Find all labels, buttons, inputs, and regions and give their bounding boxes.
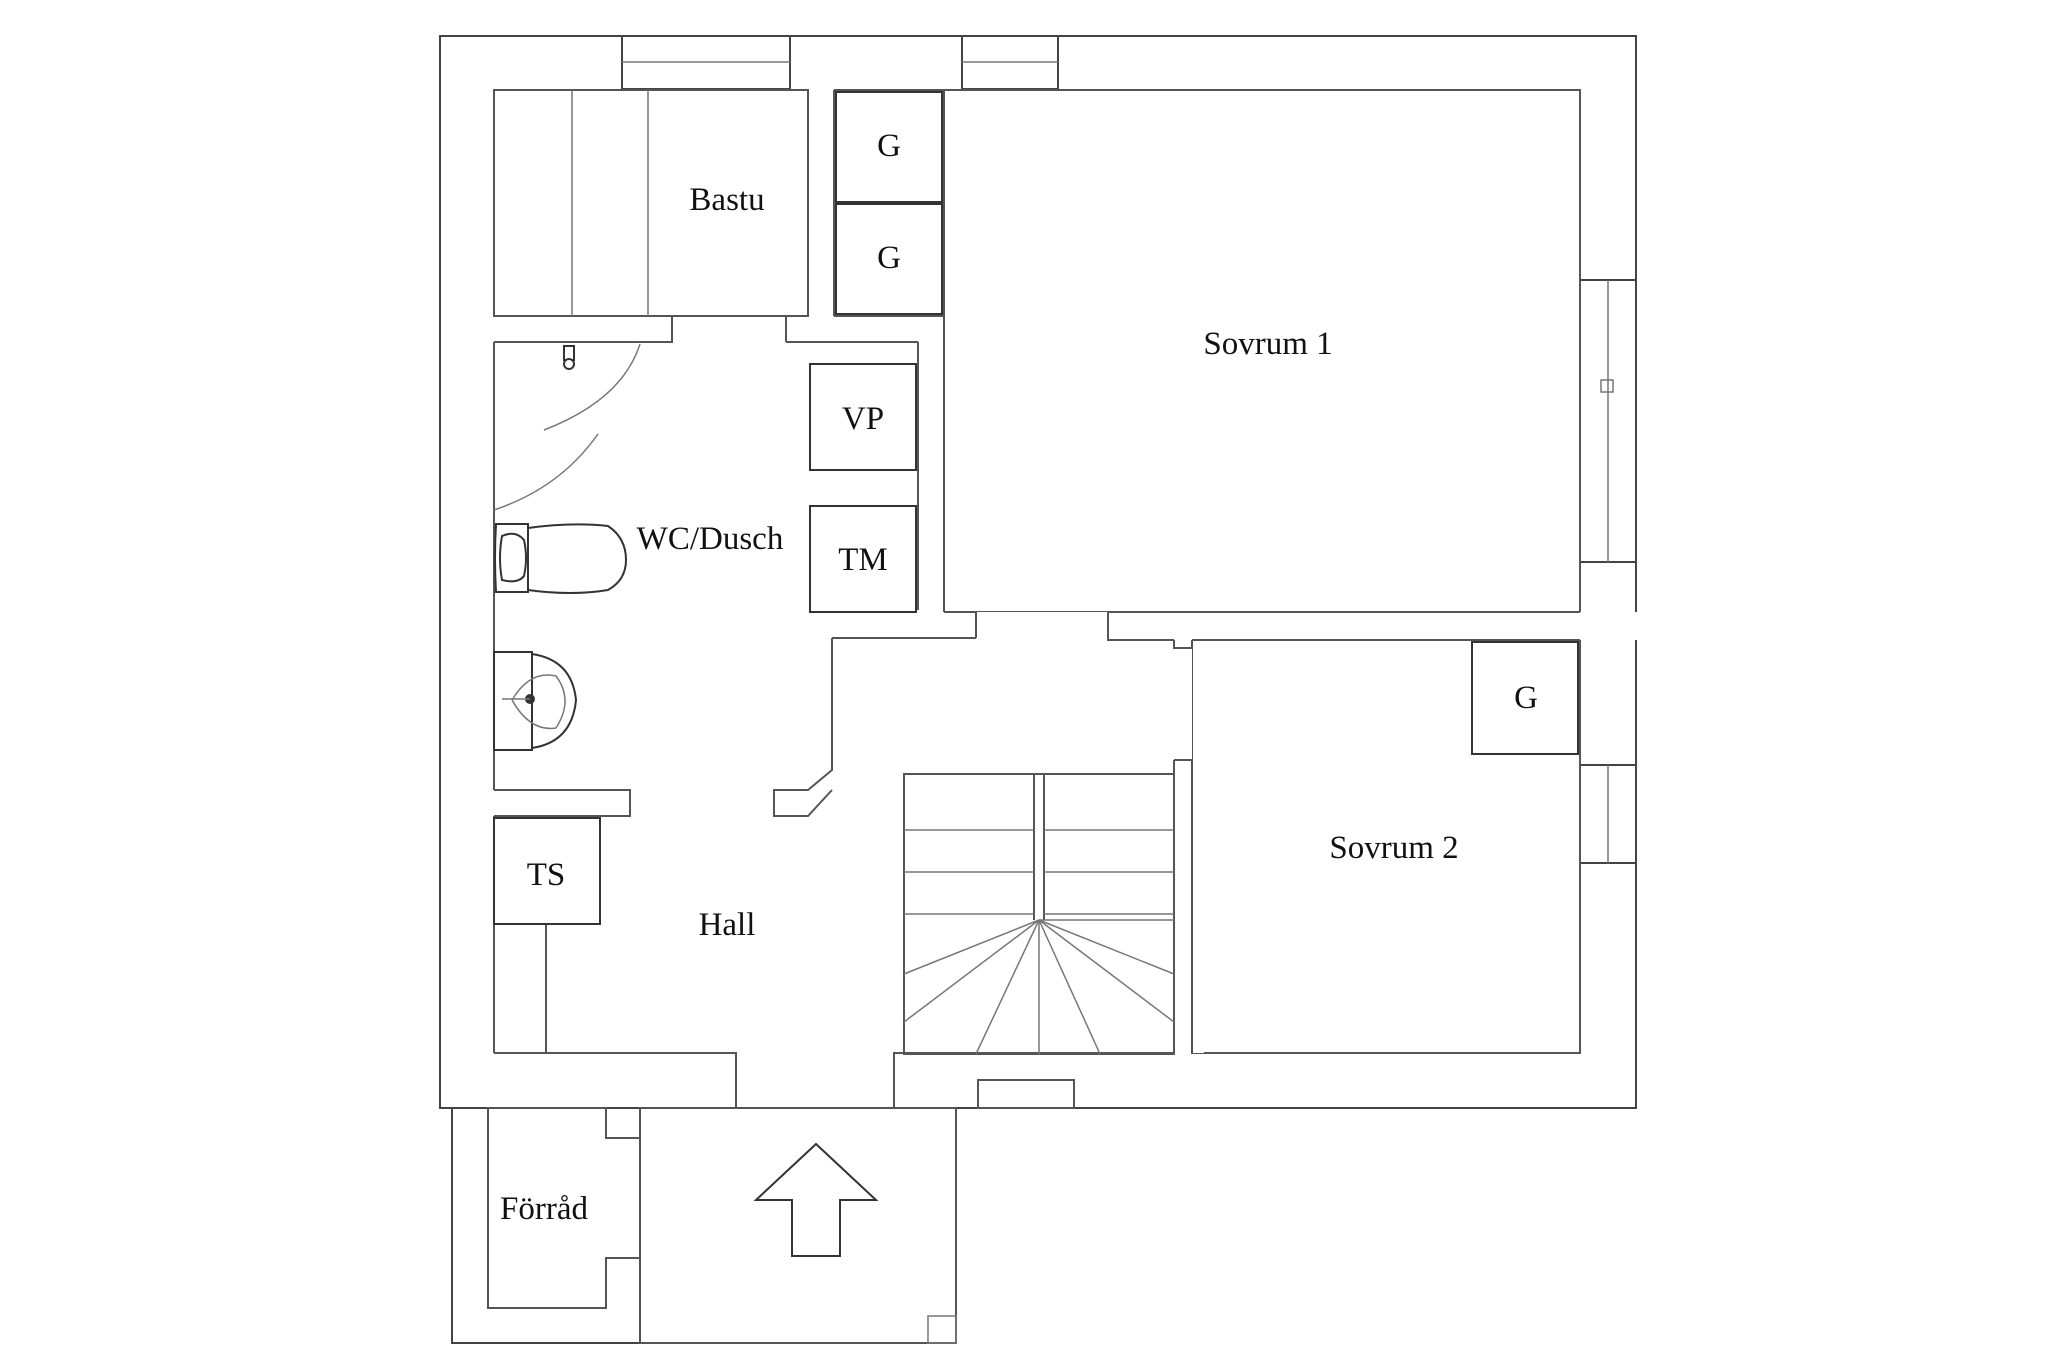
staircase bbox=[903, 773, 1175, 1109]
room-label-sovrum-1: Sovrum 1 bbox=[1203, 326, 1332, 362]
room-labels: Bastu Sovrum 1 Sovrum 2 WC/Dusch Hall Fö… bbox=[500, 182, 1459, 1227]
sink-icon bbox=[493, 651, 578, 751]
cabinet-label-g: G bbox=[1514, 680, 1538, 716]
toilet-icon bbox=[494, 523, 628, 594]
top-windows bbox=[621, 35, 1059, 90]
cabinet-label-g: G bbox=[877, 240, 901, 276]
cabinet-label-g: G bbox=[877, 128, 901, 164]
entrance-area bbox=[487, 1107, 957, 1344]
room-label-bastu: Bastu bbox=[689, 182, 764, 218]
bathroom-fixtures bbox=[493, 343, 641, 751]
room-label-forrad: Förråd bbox=[500, 1191, 588, 1227]
room-label-sovrum-2: Sovrum 2 bbox=[1329, 830, 1458, 866]
cabinet-label-tm: TM bbox=[838, 542, 888, 578]
shower-icon bbox=[493, 343, 641, 511]
cabinet-labels: G G VP TM TS G bbox=[527, 128, 1538, 893]
arrow-up-icon bbox=[753, 1142, 879, 1257]
cabinet-label-ts: TS bbox=[527, 857, 566, 893]
interior-spaces bbox=[493, 89, 1808, 1108]
cabinets bbox=[493, 91, 1579, 925]
cabinet-label-vp: VP bbox=[842, 401, 884, 437]
room-label-wc-dusch: WC/Dusch bbox=[637, 521, 784, 557]
right-windows bbox=[1579, 279, 1637, 864]
room-label-hall: Hall bbox=[699, 907, 756, 943]
